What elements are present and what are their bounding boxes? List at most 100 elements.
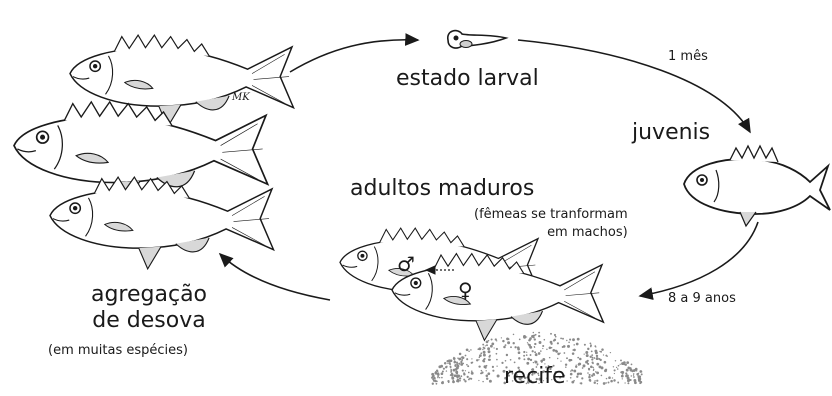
reef-stipple [591,350,593,352]
reef-stipple [590,346,592,348]
reef-stipple [550,333,552,335]
reef-stipple [639,382,641,384]
reef-stipple [604,369,607,372]
reef-stipple [635,381,636,382]
reef-stipple [448,381,450,383]
reef-stipple [518,357,520,359]
reef-stipple [467,365,469,367]
reef-stipple [633,373,635,375]
reef-stipple [507,341,510,344]
reef-stipple [606,378,607,379]
reef-stipple [585,361,588,364]
larva-illustration [448,31,506,48]
reef-stipple [510,359,512,361]
reef-stipple [584,344,586,346]
reef-stipple [577,357,579,359]
reef-stipple [483,351,486,354]
reef-stipple [437,377,438,378]
reef-stipple [549,346,552,349]
reef-stipple [596,372,599,375]
reef-stipple [633,375,634,376]
male-symbol: ♂ [397,252,415,276]
spawning-note: (em muitas espécies) [48,343,188,358]
reef-stipple [454,374,457,377]
reef-stipple [532,350,534,352]
reef-stipple [478,380,479,381]
reef-stipple [577,373,580,376]
reef-stipple [634,369,636,371]
reef-stipple [483,347,485,349]
reef-stipple [459,353,462,356]
reef-stipple [450,367,451,368]
reef-stipple [538,352,541,355]
reef-stipple [460,361,462,363]
reef-stipple [454,365,456,367]
reef-stipple [605,382,607,384]
reef-stipple [534,338,536,340]
reef-stipple [577,338,579,340]
reef-stipple [589,379,592,382]
reef-stipple [601,375,603,377]
reef-stipple [626,369,629,372]
reef-stipple [432,383,434,385]
reef-stipple [552,349,555,352]
reef-stipple [501,337,502,338]
reef-stipple [493,347,494,348]
reef-stipple [594,350,597,353]
reef-stipple [551,347,552,348]
reef-stipple [539,341,542,344]
reef-stipple [566,357,568,359]
reef-stipple [457,365,460,368]
reef-stipple [450,374,452,376]
reef-stipple [496,366,497,367]
reef-stipple [620,359,622,361]
reef-stipple [447,363,449,365]
reef-stipple [468,372,470,374]
reef-stipple [542,345,544,347]
reef-stipple [594,374,595,375]
reef-stipple [601,348,604,351]
reef-stipple [452,381,455,384]
reef-stipple [486,344,488,346]
reef-stipple [568,359,571,362]
artist-initials: MK [231,92,250,103]
reef-stipple [488,340,490,342]
reef-stipple [597,383,598,384]
reef-stipple [437,372,439,374]
reef-stipple [622,378,623,379]
reef-stipple [573,380,575,382]
reef-stipple [592,362,594,364]
reef-stipple [606,355,608,357]
reef-stipple [566,380,567,381]
reef-stipple [535,354,537,356]
reef-stipple [542,348,543,349]
reef-stipple [466,364,468,366]
reef-stipple [581,377,583,379]
reef-stipple [472,362,473,363]
reef-stipple [596,357,599,360]
reef-stipple [628,379,631,382]
reef-stipple [519,339,521,341]
reef-stipple [526,336,527,337]
reef-stipple [505,360,507,362]
reef-stipple [465,355,467,357]
reef-stipple [435,373,436,374]
reef-stipple [584,353,585,354]
arrow-adult-to-spawning [220,254,330,300]
reef-stipple [586,354,589,357]
reef-stipple [471,372,474,375]
reef-stipple [462,356,465,359]
reef-stipple [502,340,504,342]
reef-stipple [588,368,590,370]
reef-stipple [562,338,564,340]
reef-stipple [482,381,483,382]
female-symbol: ♀ [458,278,473,302]
reef-stipple [465,370,466,371]
reef-stipple [440,365,443,368]
reef-stipple [554,334,556,336]
reef-stipple [523,358,525,360]
reef-stipple [608,382,610,384]
reef-stipple [560,337,562,339]
reef-stipple [487,347,490,350]
reef-stipple [526,354,528,356]
